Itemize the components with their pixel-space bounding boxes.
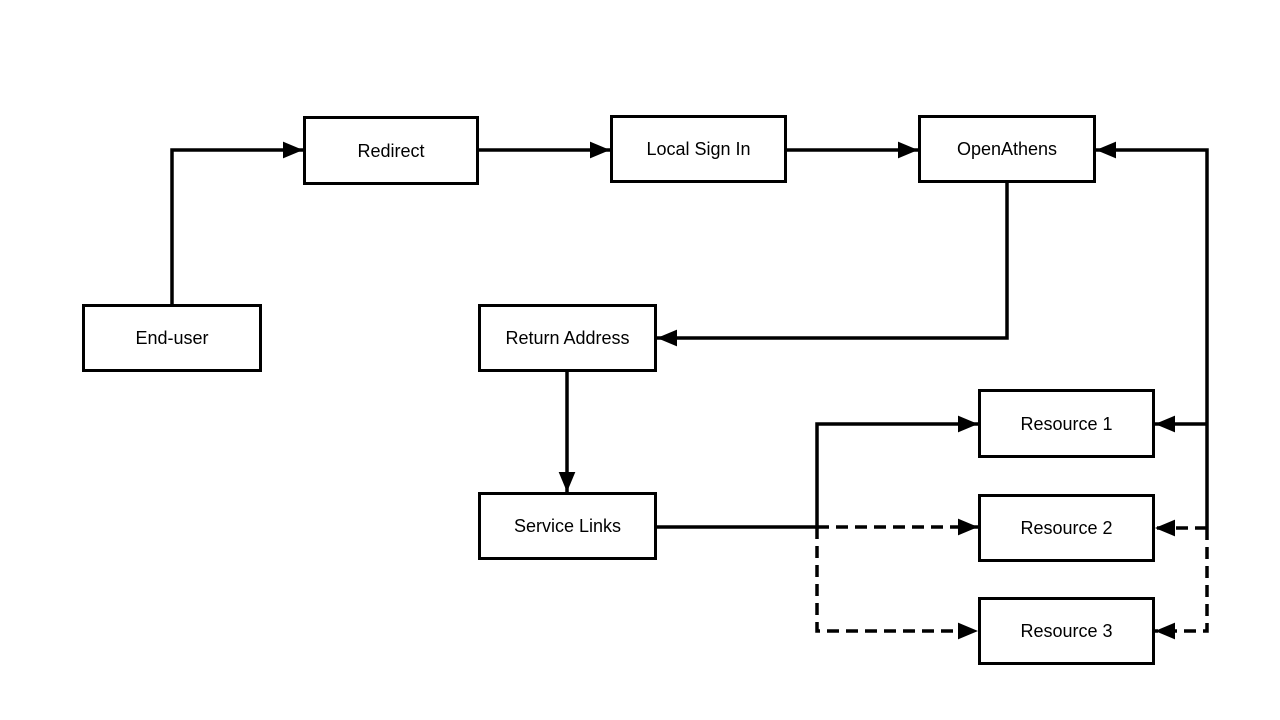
node-redirect-label: Redirect bbox=[357, 140, 425, 161]
edge-enduser-redirect bbox=[170, 141, 303, 305]
node-service-links-label: Service Links bbox=[513, 516, 622, 536]
node-service-links: Service Links bbox=[478, 492, 657, 560]
node-resource-2-label: Resource 2 bbox=[1020, 518, 1113, 538]
node-resource-3-label: Resource 3 bbox=[1020, 621, 1113, 641]
node-redirect: Redirect bbox=[303, 116, 479, 185]
node-return-address-label: Return Address bbox=[505, 328, 630, 348]
edge-junction-resource3 bbox=[815, 527, 978, 640]
node-return-address: Return Address bbox=[478, 304, 657, 372]
node-end-user-label: End-user bbox=[135, 328, 209, 348]
edge-openathens-returnaddress bbox=[657, 183, 1009, 347]
edge-rightloop-openathens bbox=[1096, 141, 1209, 528]
node-local-sign-in: Local Sign In bbox=[610, 115, 787, 183]
node-openathens-label: OpenAthens bbox=[956, 139, 1058, 159]
node-end-user: End-user bbox=[82, 304, 262, 372]
node-resource-3: Resource 3 bbox=[978, 597, 1155, 665]
node-resource-1: Resource 1 bbox=[978, 389, 1155, 458]
node-resource-2: Resource 2 bbox=[978, 494, 1155, 562]
node-local-sign-in-label: Local Sign In bbox=[646, 139, 751, 159]
edge-rightloop-resource3 bbox=[1155, 528, 1209, 640]
node-openathens: OpenAthens bbox=[918, 115, 1096, 183]
edge-junction-resource1 bbox=[815, 415, 978, 529]
node-resource-1-label: Resource 1 bbox=[1020, 413, 1113, 434]
